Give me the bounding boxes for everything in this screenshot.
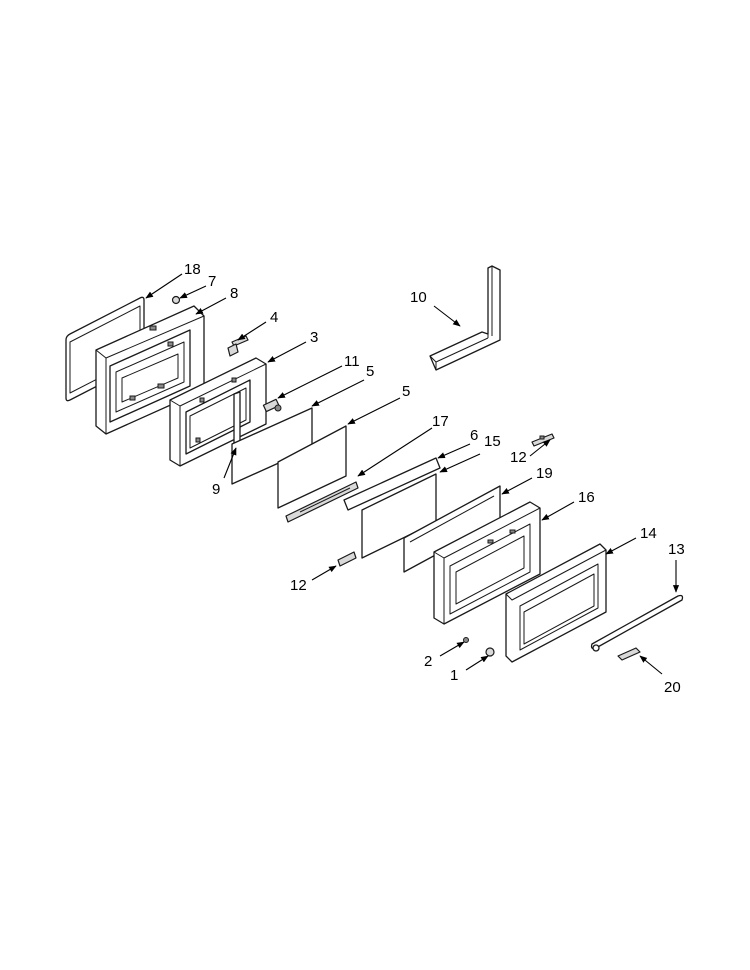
callout-5-upper: 5 xyxy=(366,363,374,380)
callout-10: 10 xyxy=(410,289,427,306)
part-7-screw xyxy=(171,295,181,305)
part-12-bracket-upper xyxy=(531,433,555,447)
callout-3: 3 xyxy=(310,329,318,346)
callout-2: 2 xyxy=(424,653,432,670)
part-14-door-trim xyxy=(505,543,607,663)
callout-8: 8 xyxy=(230,285,238,302)
callout-4: 4 xyxy=(270,309,278,326)
leader-lines xyxy=(145,273,680,675)
callout-9: 9 xyxy=(212,481,220,498)
part-11-latch xyxy=(262,398,282,413)
callout-12-upper: 12 xyxy=(510,449,527,466)
part-1-screw xyxy=(485,647,495,657)
part-5-glass-lower xyxy=(277,425,347,509)
part-13-handle xyxy=(590,594,684,652)
callout-labels: 18 7 8 4 3 11 5 5 9 17 6 15 19 16 14 13 … xyxy=(184,261,685,696)
callout-5-lower: 5 xyxy=(402,383,410,400)
part-17-retainer-strip xyxy=(285,481,359,523)
part-12-bracket-lower xyxy=(337,551,357,567)
callout-16: 16 xyxy=(578,489,595,506)
callout-20: 20 xyxy=(664,679,681,696)
callout-14: 14 xyxy=(640,525,657,542)
part-10-channel xyxy=(429,265,501,371)
callout-13: 13 xyxy=(668,541,685,558)
part-16-outer-door-panel xyxy=(433,501,541,625)
callout-6: 6 xyxy=(470,427,478,444)
callout-18: 18 xyxy=(184,261,201,278)
callout-19: 19 xyxy=(536,465,553,482)
part-2-screw xyxy=(463,637,469,643)
part-4-hinge xyxy=(227,335,249,357)
part-20-end-cap xyxy=(617,647,641,661)
callout-12-lower: 12 xyxy=(290,577,307,594)
callout-11: 11 xyxy=(344,353,360,370)
callout-1: 1 xyxy=(450,667,458,684)
callout-17: 17 xyxy=(432,413,449,430)
callout-15: 15 xyxy=(484,433,501,450)
callout-7: 7 xyxy=(208,273,216,290)
